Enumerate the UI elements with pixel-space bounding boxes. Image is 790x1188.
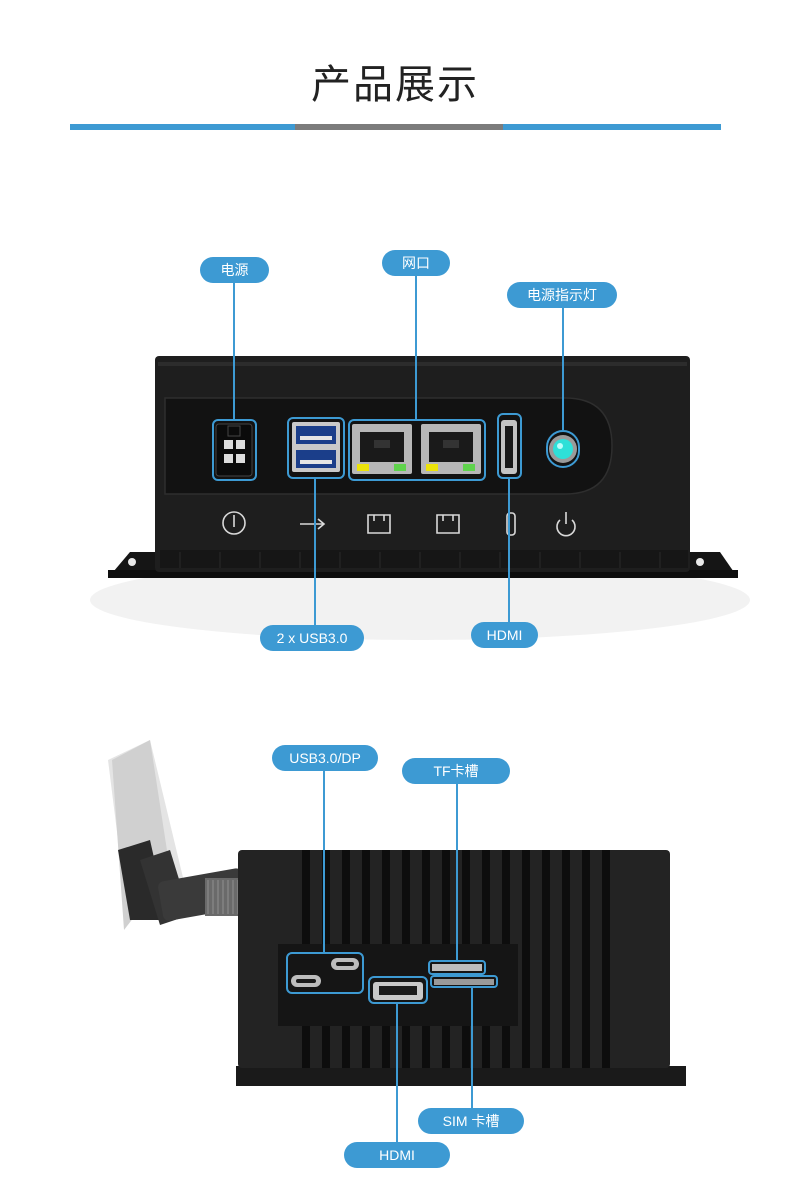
hdmi-port-highlight bbox=[497, 413, 522, 479]
power-led-leader-line bbox=[562, 306, 564, 430]
tf-slot-leader-line bbox=[456, 782, 458, 960]
title-underline-middle bbox=[295, 124, 503, 130]
device-side-image bbox=[108, 740, 686, 1086]
tf-slot-label: TF卡槽 bbox=[402, 758, 510, 784]
page-title: 产品展示 bbox=[311, 62, 479, 108]
power-port-highlight bbox=[212, 419, 257, 481]
hdmi-side-highlight bbox=[368, 976, 428, 1004]
power-led-label: 电源指示灯 bbox=[507, 282, 617, 308]
ethernet-leader-line bbox=[415, 274, 417, 419]
ethernet-port-highlight bbox=[348, 419, 486, 481]
usb-dp-highlight bbox=[286, 952, 364, 994]
hdmi-label-side: HDMI bbox=[344, 1142, 450, 1168]
usb-port-highlight bbox=[287, 417, 345, 479]
sim-slot-label: SIM 卡槽 bbox=[418, 1108, 524, 1134]
usb-dp-label: USB3.0/DP bbox=[272, 745, 378, 771]
title-underline-right bbox=[503, 124, 721, 130]
device-front-image bbox=[90, 356, 750, 640]
hdmi-side-leader-line bbox=[396, 1004, 398, 1144]
usb-leader-line bbox=[314, 479, 316, 625]
usb-label: 2 x USB3.0 bbox=[260, 625, 364, 651]
sim-slot-highlight bbox=[430, 975, 498, 988]
usb-dp-leader-line bbox=[323, 769, 325, 952]
power-label: 电源 bbox=[200, 257, 269, 283]
power-led-highlight bbox=[546, 430, 580, 468]
hdmi-leader-line bbox=[508, 479, 510, 625]
ethernet-label: 网口 bbox=[382, 250, 450, 276]
tf-slot-highlight bbox=[428, 960, 486, 975]
title-underline-left bbox=[70, 124, 295, 130]
hdmi-label-front: HDMI bbox=[471, 622, 538, 648]
sim-slot-leader-line bbox=[471, 988, 473, 1108]
power-leader-line bbox=[233, 281, 235, 419]
